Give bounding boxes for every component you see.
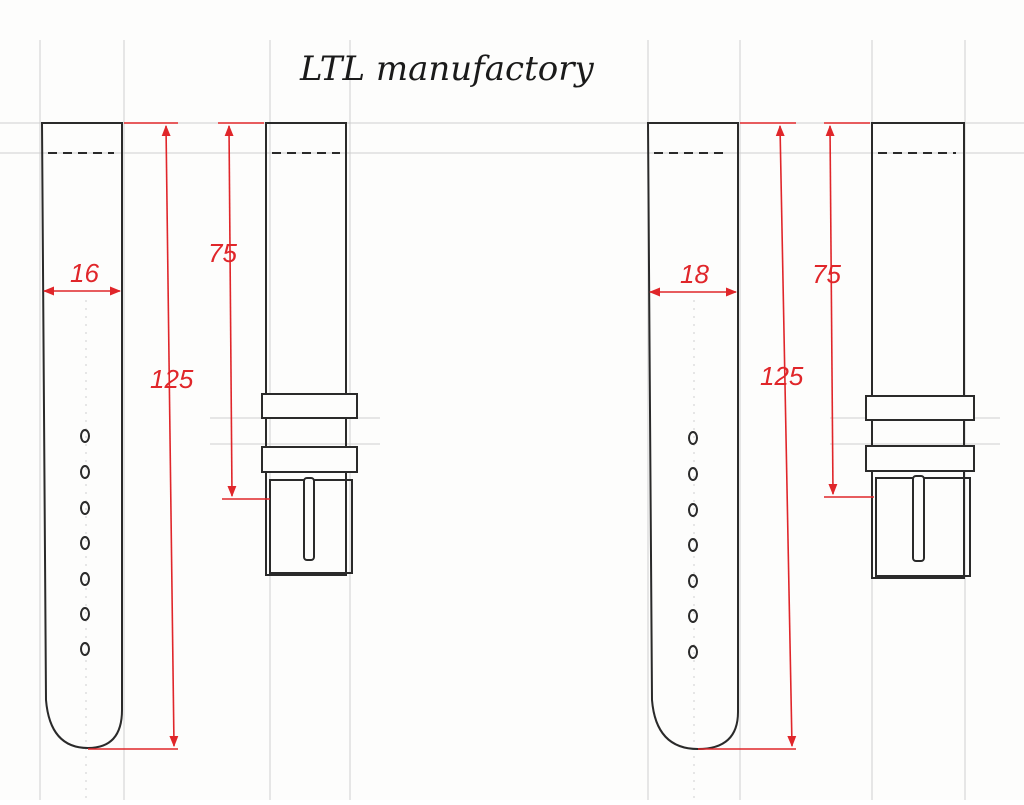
long-length-dimension-line — [161, 124, 179, 748]
drawing-title: LTL manufactory — [299, 49, 594, 89]
short-length-label: 75 — [812, 259, 841, 289]
short-strap-outline — [265, 122, 347, 576]
buckle-tongue — [912, 475, 925, 562]
strap-set-16: 16 125 75 — [40, 122, 358, 750]
hole — [80, 501, 90, 515]
long-length-label: 125 — [150, 364, 194, 394]
hole — [688, 574, 698, 588]
hole — [688, 538, 698, 552]
keeper-loop — [261, 446, 358, 473]
keeper-loop — [261, 393, 358, 419]
long-strap-outline — [646, 122, 739, 751]
keeper-loop — [865, 395, 975, 421]
hole — [80, 642, 90, 656]
long-strap-outline — [40, 122, 123, 750]
long-length-label: 125 — [760, 361, 804, 391]
hole — [688, 467, 698, 481]
buckle-tongue — [303, 477, 315, 561]
hole — [688, 503, 698, 517]
long-length-dimension-line — [775, 124, 797, 748]
width-label: 16 — [70, 258, 99, 288]
short-length-dimension-line — [825, 124, 838, 496]
hole — [688, 609, 698, 623]
short-length-label: 75 — [208, 238, 237, 268]
strap-holes — [80, 429, 90, 656]
hole — [688, 645, 698, 659]
keeper-loop — [865, 445, 975, 472]
hole — [80, 536, 90, 550]
short-strap-outline — [871, 122, 965, 579]
hole — [80, 465, 90, 479]
hole — [688, 431, 698, 445]
strap-holes — [688, 431, 698, 659]
hole — [80, 607, 90, 621]
width-label: 18 — [680, 259, 709, 289]
strap-set-18: 18 125 75 — [646, 122, 975, 751]
short-length-dimension-line — [224, 124, 237, 498]
hole — [80, 572, 90, 586]
hole — [80, 429, 90, 443]
